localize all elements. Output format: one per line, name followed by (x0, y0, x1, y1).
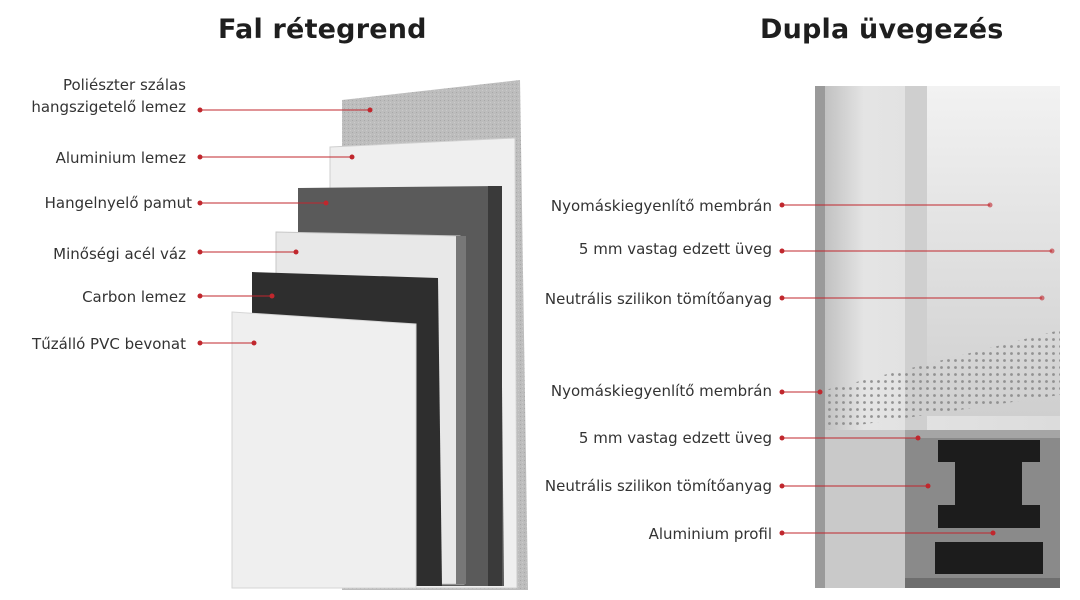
wall-layers-title: Fal rétegrend (218, 14, 427, 45)
profile-channel-top (938, 440, 1040, 528)
label-silicone-2: Neutrális szilikon tömítőanyag (544, 477, 772, 495)
profile-bottom-lip (905, 578, 1060, 588)
label-aluminium-profile: Aluminium profil (648, 525, 772, 543)
right-leaders (782, 204, 1052, 534)
wall-layer-stack (231, 80, 528, 590)
label-sound-absorbing-cotton: Hangelnyelő pamut (44, 194, 192, 212)
label-steel-frame: Minőségi acél váz (53, 245, 186, 263)
label-pvc-coating: Tűzálló PVC bevonat (32, 335, 186, 353)
right-dots (779, 202, 1055, 536)
left-leaders (200, 109, 370, 344)
glazing-illustration (815, 86, 1060, 588)
membrane-strip (825, 330, 1060, 430)
label-polyester-insulation: Poliészter szálas hangszigetelő lemez (10, 74, 186, 118)
label-carbon-sheet: Carbon lemez (82, 288, 186, 306)
label-membrane-1: Nyomáskiegyenlítő membrán (550, 197, 772, 215)
glass-edge-left (815, 86, 825, 588)
label-glass-1: 5 mm vastag edzett üveg (578, 240, 772, 258)
label-membrane-2: Nyomáskiegyenlítő membrán (550, 382, 772, 400)
glass-inner-edge (905, 86, 927, 436)
label-glass-2: 5 mm vastag edzett üveg (578, 429, 772, 447)
layer-cotton-edge (488, 186, 502, 586)
profile-channel-bottom (935, 542, 1043, 574)
double-glazing-title: Dupla üvegezés (760, 14, 1004, 45)
layer-pvc (231, 311, 417, 589)
glass-lower-pane (825, 430, 905, 588)
left-dots (197, 107, 373, 346)
label-aluminium-sheet: Aluminium lemez (55, 149, 186, 167)
label-silicone-1: Neutrális szilikon tömítőanyag (544, 290, 772, 308)
profile-top (905, 430, 1060, 438)
label-polyester-line1: Poliészter szálas (62, 76, 186, 94)
layer-steel-edge (456, 236, 466, 584)
label-polyester-line2: hangszigetelő lemez (31, 98, 186, 116)
